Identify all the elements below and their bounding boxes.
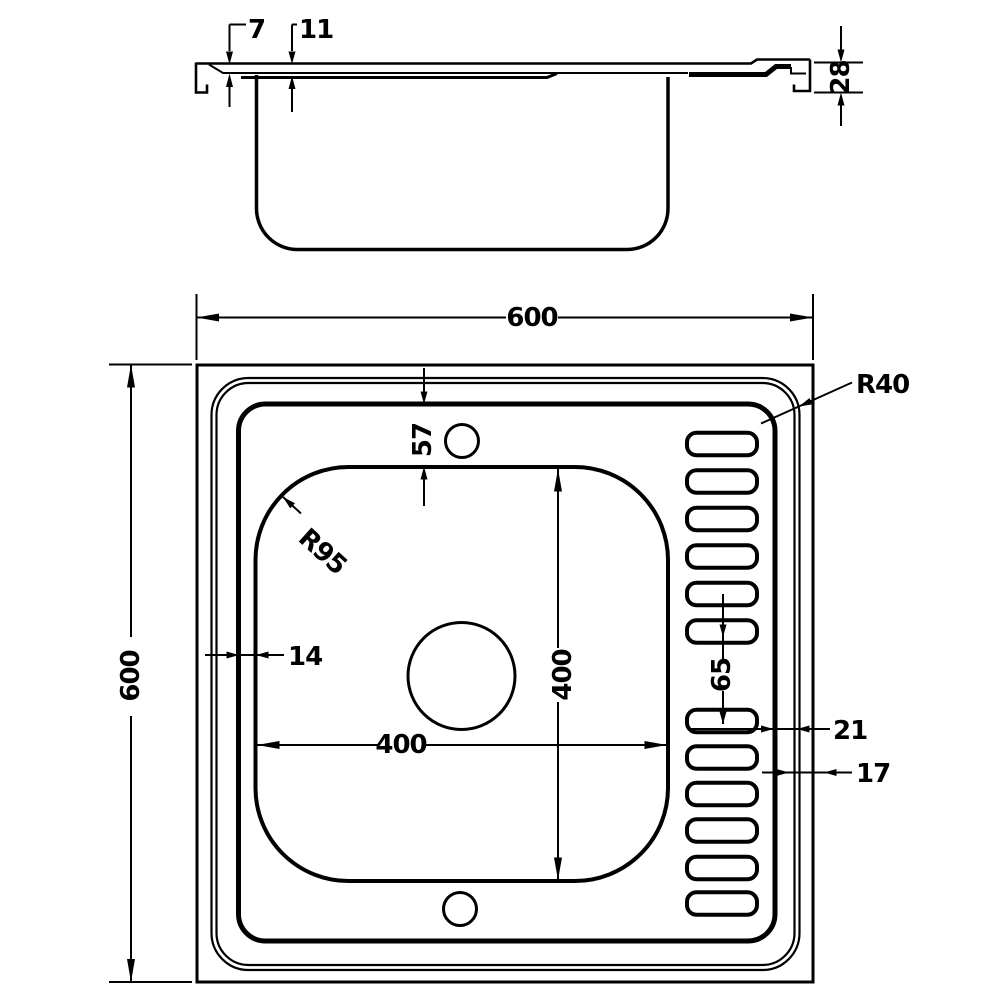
dim-label-r95: R95	[292, 523, 352, 581]
deck-emboss-line	[241, 72, 558, 79]
dim-label-600-depth: 600	[116, 650, 146, 701]
tap-hole-bottom	[442, 891, 478, 927]
dim-drainer-edge-gap: 21	[688, 716, 868, 746]
rim-inner-round-rect	[215, 381, 796, 967]
arrowhead-down	[288, 51, 296, 64]
dim-profile-rim-step: 11	[288, 15, 334, 112]
dim-label-7: 7	[248, 15, 265, 45]
drainer-slot	[685, 854, 759, 882]
arrowhead-corner	[799, 398, 813, 407]
dim-label-400-width: 400	[375, 730, 426, 760]
dim-line	[228, 23, 246, 107]
right-channel-notch	[790, 67, 806, 75]
dim-profile-edge-height: 28	[814, 26, 863, 126]
arrowhead-up	[127, 364, 135, 388]
deck-outer-square	[195, 363, 815, 984]
dim-plan-depth: 600	[109, 363, 192, 983]
arrowhead-left	[824, 769, 837, 776]
bowl-outline	[253, 465, 670, 883]
bowl-section-outline	[254, 75, 670, 252]
drainer-slots	[685, 430, 759, 917]
dim-label-28: 28	[826, 60, 856, 94]
top-plan-view: 600 600 R40 R95 57	[109, 294, 910, 984]
dim-label-21: 21	[833, 716, 867, 746]
right-edge-hook	[792, 59, 812, 93]
dim-bowl-corner-radius: R95	[282, 496, 352, 581]
dim-line	[814, 26, 863, 126]
drainer-slot	[685, 543, 759, 570]
arrowhead-right	[644, 741, 667, 749]
dim-rim-flange-width: 17	[762, 759, 891, 789]
arrowhead-right	[761, 725, 774, 733]
dim-slot-group-gap: 65	[707, 594, 737, 724]
dim-line	[195, 294, 814, 360]
arrowhead-up	[837, 92, 845, 106]
arrowhead-corner	[283, 497, 295, 509]
drainer-slot	[685, 780, 759, 808]
arrowhead-up	[420, 466, 428, 480]
dim-line	[109, 363, 192, 983]
arrowhead-up	[288, 76, 296, 89]
arrowhead-down	[127, 959, 135, 982]
arrowhead-left	[196, 313, 219, 322]
arrowhead-up	[226, 73, 233, 87]
drainer-slot	[685, 890, 759, 917]
arrowhead-down	[226, 51, 233, 65]
tap-hole-top	[444, 423, 480, 459]
drainer-slot	[685, 468, 759, 495]
dim-bowl-top-gap: 57	[408, 368, 438, 506]
dim-bowl-depth: 400	[548, 469, 578, 880]
arrowhead-down	[420, 391, 428, 404]
arrowhead-right	[790, 313, 813, 322]
dim-plan-width: 600	[195, 294, 814, 360]
arrowhead-right	[226, 651, 239, 659]
side-section-view: 7 11 28	[194, 15, 863, 252]
drain-hole	[406, 621, 517, 731]
arrowhead-down	[719, 624, 727, 637]
arrowhead-right	[776, 769, 789, 776]
arrowhead-left	[257, 741, 280, 749]
rim-outer-round-rect	[210, 376, 801, 972]
dim-deck-corner-radius: R40	[760, 370, 910, 425]
dim-label-14: 14	[288, 642, 322, 672]
arrowhead-down	[554, 857, 562, 880]
arrowhead-left	[256, 651, 269, 659]
dim-label-65: 65	[707, 658, 737, 692]
drainer-slot	[685, 430, 759, 458]
dim-label-600-width: 600	[506, 303, 557, 333]
dim-label-17: 17	[856, 759, 890, 789]
deck-emboss-round-rect	[236, 401, 778, 944]
drainer-slot	[685, 744, 759, 771]
dim-line	[291, 23, 297, 112]
deck-top-line	[196, 58, 810, 65]
dim-bowl-width: 400	[257, 730, 667, 760]
right-channel-thick-line	[689, 64, 791, 77]
drainer-slot	[685, 817, 759, 844]
dim-label-11: 11	[299, 15, 333, 45]
dim-label-57: 57	[408, 423, 438, 457]
arrowhead-down	[719, 711, 727, 724]
dim-bowl-left-gap: 14	[205, 642, 323, 672]
deck-under-line	[208, 63, 688, 74]
dim-label-400-depth: 400	[548, 649, 578, 700]
arrowhead-up	[554, 469, 562, 492]
dim-profile-lip: 7	[226, 15, 266, 107]
dim-label-r40: R40	[856, 370, 909, 400]
drainer-slot	[685, 505, 759, 533]
left-edge-hook	[194, 62, 209, 94]
arrowhead-down	[837, 49, 845, 63]
arrowhead-left	[797, 725, 810, 733]
